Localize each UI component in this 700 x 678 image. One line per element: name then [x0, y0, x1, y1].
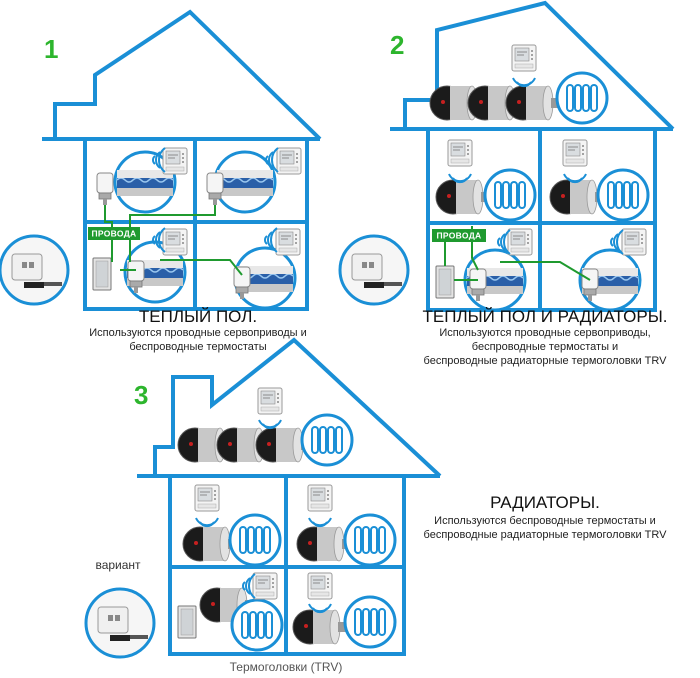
thermostat-icon [257, 387, 283, 415]
servo-actuator-icon [96, 172, 114, 206]
thermostat-icon [507, 228, 533, 256]
radiator-icon [596, 168, 650, 222]
radiator-icon [300, 413, 354, 467]
thermostat-icon [511, 44, 537, 72]
scheme-2-desc-line-3: беспроводные радиаторные термоголовки TR… [424, 355, 668, 367]
scheme-3-desc-line-2: беспроводные радиаторные термоголовки TR… [424, 529, 668, 541]
scheme-2-desc-line-2: беспроводные термостаты и [472, 341, 618, 353]
scheme-2-desc-line-1: Используются проводные сервоприводы, [439, 327, 650, 339]
wiring-center-icon [435, 265, 455, 299]
house-2-outline [403, 0, 675, 131]
trv-head-icon [292, 609, 347, 645]
thermostat-icon [275, 228, 301, 256]
wires-label: ПРОВОДА [437, 231, 482, 241]
scheme-1-desc-line-2: беспроводные термостаты [129, 341, 266, 353]
scheme-2-number: 2 [390, 30, 404, 60]
scheme-3-number: 3 [134, 380, 148, 410]
controller-hub-icon [84, 587, 156, 659]
thermostat-icon [162, 147, 188, 175]
scheme-1-desc-line-1: Используются проводные сервоприводы и [89, 327, 307, 339]
thermostat-icon [252, 572, 278, 600]
trv-head-icon [549, 179, 604, 215]
scheme-3-desc-line-1: Используются беспроводные термостаты и [434, 515, 656, 527]
radiator-icon [483, 168, 537, 222]
trv-head-icon [182, 526, 237, 562]
thermostat-icon [194, 484, 220, 512]
thermostat-icon [562, 139, 588, 167]
wires-label: ПРОВОДА [92, 229, 137, 239]
scheme-1-title: ТЕПЛЫЙ ПОЛ. [139, 307, 257, 326]
radiator-icon [343, 595, 397, 649]
controller-hub-icon [0, 234, 70, 306]
radiator-icon [228, 513, 282, 567]
scheme-1-number: 1 [44, 34, 58, 64]
controller-hub-icon [338, 234, 410, 306]
wireless-signal-icon [258, 419, 282, 430]
radiator-icon [343, 513, 397, 567]
thermostat-icon [621, 228, 647, 256]
scheme-2-title: ТЕПЛЫЙ ПОЛ И РАДИАТОРЫ. [423, 307, 668, 326]
trv-head-icon [505, 85, 560, 121]
house-3-outline [153, 337, 442, 478]
wireless-signal-icon [512, 77, 536, 88]
wires-label-box [88, 227, 140, 240]
wiring-center-icon [92, 257, 112, 291]
scheme-1: 1 ПРОВОДА [0, 9, 322, 353]
wireless-signal-icon [195, 517, 219, 528]
thermostat-icon [276, 147, 302, 175]
scheme-3: 3 вариант Термоголо [84, 337, 668, 674]
trv-caption: Термоголовки (TRV) [230, 660, 343, 674]
variant-label: вариант [95, 558, 141, 572]
thermostat-icon [162, 228, 188, 256]
wires-label-box [432, 229, 486, 242]
trv-head-icon [435, 179, 490, 215]
thermostat-icon [307, 484, 333, 512]
trv-head-icon [296, 526, 351, 562]
thermostat-icon [307, 572, 333, 600]
house-1-outline [53, 9, 322, 141]
radiator-icon [230, 598, 284, 652]
thermostat-icon [447, 139, 473, 167]
radiator-icon [555, 71, 609, 125]
scheme-3-title: РАДИАТОРЫ. [490, 493, 600, 512]
wireless-signal-icon [308, 517, 332, 528]
wiring-center-icon [177, 605, 197, 639]
scheme-2: 2 [338, 0, 675, 367]
